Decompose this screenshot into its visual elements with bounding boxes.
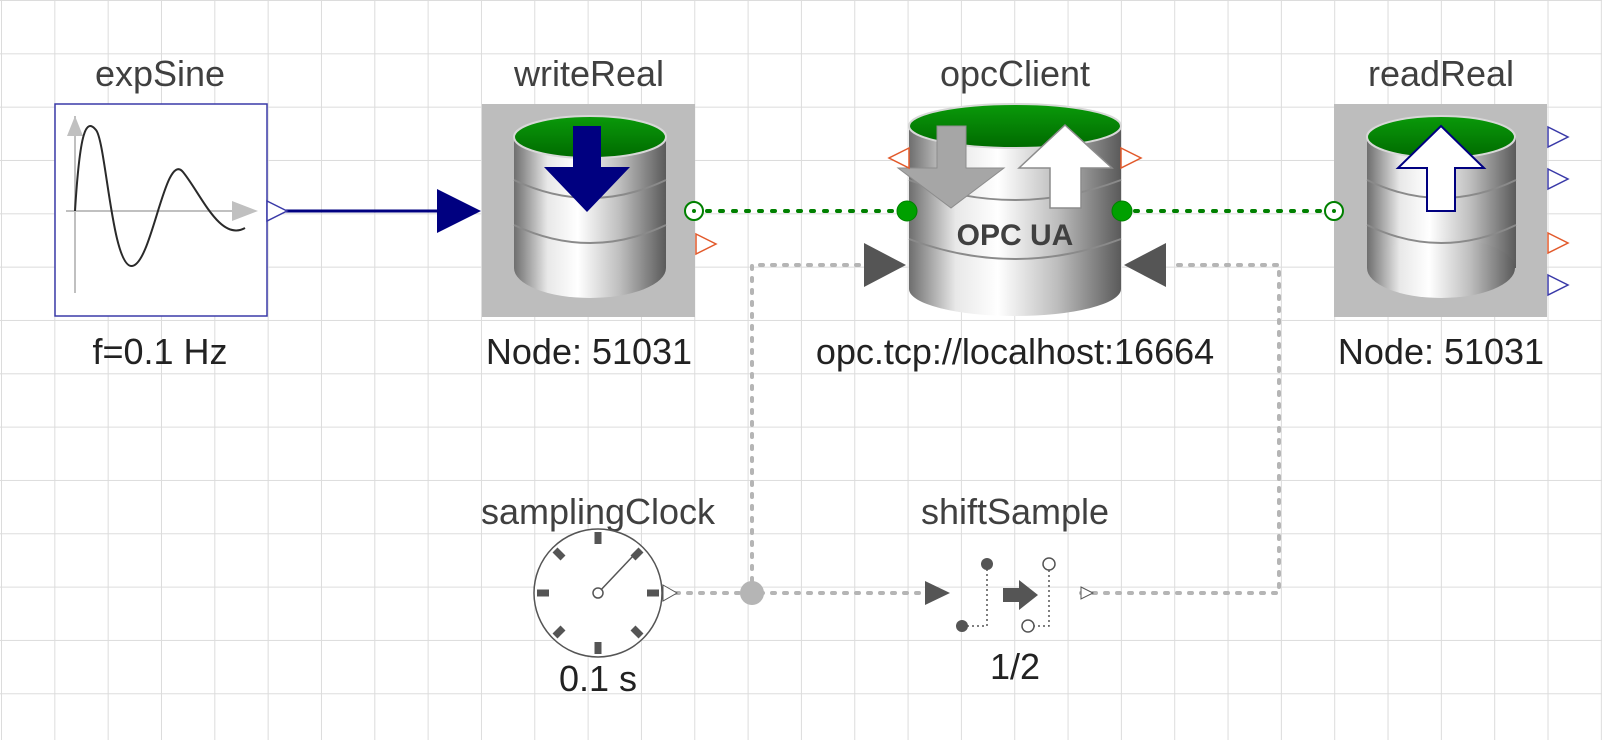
opcclient-block[interactable]: opcClient OPC UA opc.tcp://localhost:166… (816, 53, 1214, 372)
opc-ua-badge: OPC UA (957, 219, 1074, 252)
shiftsample-name: shiftSample (921, 491, 1109, 532)
readreal-output-port-1[interactable] (1547, 125, 1570, 149)
readreal-output-port-3[interactable] (1547, 273, 1570, 297)
expsine-name: expSine (95, 53, 225, 94)
samplingclock-name: samplingClock (481, 491, 716, 532)
down-arrow-icon (896, 125, 1006, 209)
opcclient-clock-port-left[interactable] (864, 243, 906, 287)
shiftsample-output-port[interactable] (1080, 586, 1095, 600)
readreal-name: readReal (1368, 53, 1514, 94)
clock-connection-opc-right[interactable] (1079, 263, 1281, 595)
opcclient-status-port-left[interactable] (887, 146, 910, 170)
clock-connection-opc-left[interactable] (750, 263, 862, 595)
opcclient-clock-port-right[interactable] (1124, 243, 1166, 287)
clock-icon (533, 528, 663, 658)
writereal-name: writeReal (513, 53, 664, 94)
up-arrow-icon (1017, 123, 1114, 209)
opcclient-name: opcClient (940, 53, 1090, 94)
readreal-status-port[interactable] (1547, 231, 1570, 255)
samplingclock-param: 0.1 s (559, 658, 637, 699)
down-arrow-icon (544, 126, 630, 212)
shiftsample-block[interactable]: shiftSample 1/2 (921, 491, 1109, 687)
samplingclock-block[interactable]: samplingClock 0.1 s (481, 491, 716, 699)
shift-arrow-icon (956, 557, 1056, 633)
clock-junction-dot[interactable] (740, 581, 764, 605)
opcclient-port-right[interactable] (1111, 200, 1133, 222)
expsine-param: f=0.1 Hz (92, 331, 227, 372)
shiftsample-input-port[interactable] (925, 581, 950, 605)
writereal-status-port[interactable] (695, 232, 718, 256)
expsine-output-port[interactable] (266, 199, 289, 223)
readreal-block[interactable]: readReal Node: 51031 (1324, 53, 1570, 372)
readreal-output-port-2[interactable] (1547, 167, 1570, 191)
samplingclock-output-port[interactable] (662, 584, 679, 602)
writereal-param: Node: 51031 (486, 331, 692, 372)
up-arrow-icon (1395, 124, 1487, 212)
signal-input-arrow[interactable] (437, 189, 481, 233)
opcclient-status-port-right[interactable] (1120, 146, 1143, 170)
opcclient-param: opc.tcp://localhost:16664 (816, 331, 1214, 372)
opcclient-port-left[interactable] (896, 200, 918, 222)
writereal-block[interactable]: writeReal Node: 51031 (482, 53, 718, 372)
sine-wave-icon (66, 116, 258, 293)
shiftsample-param: 1/2 (990, 646, 1040, 687)
readreal-param: Node: 51031 (1338, 331, 1544, 372)
expsine-block[interactable]: expSine f=0.1 Hz (54, 53, 289, 372)
